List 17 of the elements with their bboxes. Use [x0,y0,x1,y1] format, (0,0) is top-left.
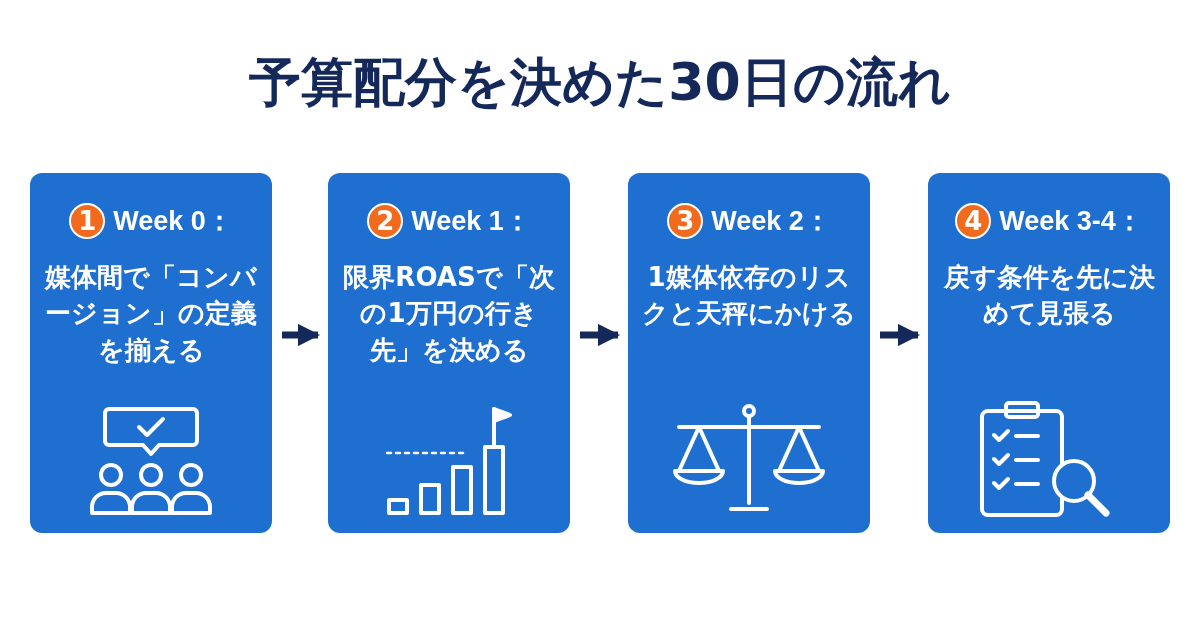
week-label: Week 1： [411,205,531,238]
step-description: 媒体間で「コンバージョン」の定義を揃える [43,261,258,367]
step-description: 戻す条件を先に決めて見張る [942,261,1156,331]
step-description: 限界ROASで「次の1万円の行き先」を決める [342,261,556,367]
title: 予算配分を決めた30日の流れ [248,51,952,114]
week-label: Week 2： [711,205,831,238]
step-card [328,173,570,533]
step-card [30,173,272,533]
step-description: 1媒体依存のリスクと天秤にかける [641,261,857,331]
step-number: 1 [69,203,106,239]
step-card [928,173,1170,533]
step-number: 4 [955,203,992,239]
step-number: 2 [367,203,404,239]
week-label: Week 3-4： [999,205,1143,238]
week-label: Week 0： [113,205,233,238]
step-card [628,173,870,533]
step-number: 3 [667,203,704,239]
